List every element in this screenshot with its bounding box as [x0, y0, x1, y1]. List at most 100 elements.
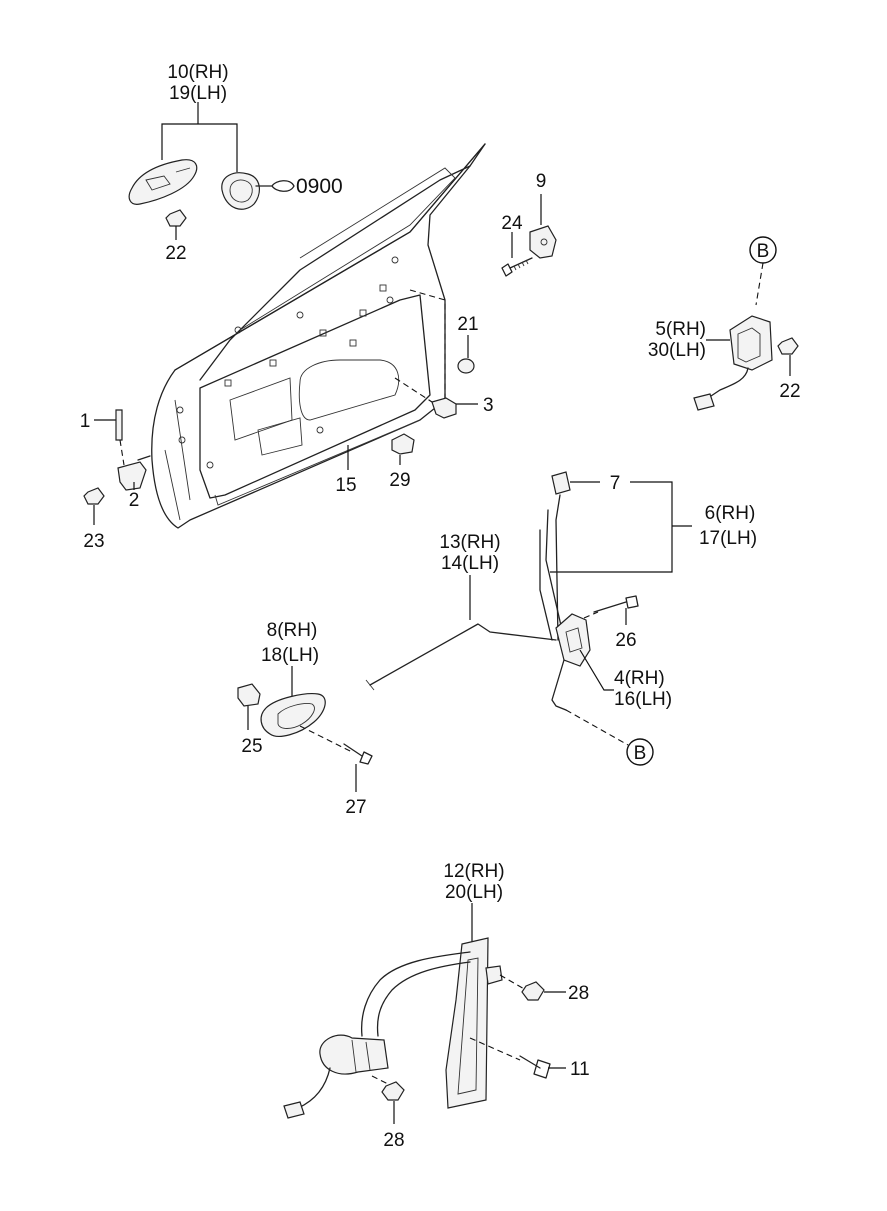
regulator-bracket [485, 965, 503, 985]
inner-panel-cutout [298, 359, 400, 421]
label-ref-b-2: B [634, 743, 647, 764]
handle-gasket [221, 172, 260, 210]
rod-1 [115, 409, 123, 441]
inner-panel [199, 294, 431, 499]
dash-27 [299, 725, 353, 753]
dash-26 [583, 611, 599, 619]
outside-handle-group [128, 102, 295, 240]
window-frame-inner [239, 167, 456, 331]
inside-handle-8 [260, 693, 326, 737]
rod-6b [545, 509, 563, 631]
regulator-rail-inner [457, 957, 479, 1095]
grommet-group [391, 433, 415, 465]
window-frame [174, 143, 486, 381]
label-23: 23 [83, 531, 104, 552]
label-12: 12(RH) [443, 861, 504, 882]
rod-6a [555, 494, 561, 641]
door-shell [151, 143, 486, 529]
nut-22b [777, 337, 799, 355]
regulator-connector [283, 1101, 305, 1119]
striker-group [501, 194, 557, 277]
label-20: 20(LH) [445, 882, 503, 903]
label-22a: 22 [165, 243, 186, 264]
dash-28b [371, 1075, 393, 1087]
label-16: 16(LH) [614, 689, 672, 710]
regulator-rail [445, 937, 489, 1109]
label-28a: 28 [568, 983, 589, 1004]
leader-4 [579, 649, 614, 691]
nut-28b [381, 1081, 405, 1101]
outside-handle-detail [145, 167, 191, 191]
ref-b-circle-2 [626, 738, 654, 766]
clip-25 [237, 683, 261, 707]
rod-13-end [365, 679, 375, 691]
label-9: 9 [536, 171, 547, 192]
label-19: 19(LH) [169, 83, 227, 104]
screw-27 [343, 743, 373, 765]
grommet-29 [391, 433, 415, 455]
dash-b1 [755, 262, 764, 306]
label-14: 14(LH) [441, 553, 499, 574]
striker-hole [540, 238, 548, 246]
screw-24 [501, 257, 533, 277]
door-outer-edge [151, 143, 486, 529]
dash-3 [394, 377, 433, 403]
striker-9 [529, 225, 557, 259]
label-29: 29 [389, 470, 410, 491]
dash-21 [409, 289, 446, 406]
label-28b: 28 [383, 1130, 404, 1151]
label-0900: 0900 [296, 175, 343, 198]
bracket-2-pin [137, 455, 151, 461]
actuator-5 [729, 315, 773, 371]
label-27: 27 [345, 797, 366, 818]
label-1: 1 [80, 411, 91, 432]
actuator-wire [707, 367, 749, 399]
label-13: 13(RH) [439, 532, 500, 553]
dash-28a [499, 974, 527, 991]
regulator-motor-detail [351, 1039, 371, 1073]
dash-1 [119, 439, 125, 466]
label-15: 15 [335, 475, 356, 496]
label-10: 10(RH) [167, 62, 228, 83]
regulator-group [283, 903, 566, 1124]
nut-28a [521, 981, 545, 1001]
latch-4-detail [565, 627, 583, 653]
latch-group [365, 575, 654, 766]
regulator-cable-2 [376, 961, 471, 1037]
rod-6c [539, 529, 553, 641]
leader-6 [550, 481, 673, 573]
bracket-2 [117, 461, 147, 491]
regulator-wire [297, 1067, 331, 1109]
screw-26 [593, 595, 639, 613]
plug-clip-group [394, 289, 478, 419]
label-17: 17(LH) [699, 528, 757, 549]
lock-rod-group [83, 409, 151, 525]
door-holes [176, 256, 399, 469]
dash-11 [469, 1037, 521, 1061]
door-hem [164, 399, 421, 521]
label-ref-b-1: B [757, 241, 770, 262]
label-22b: 22 [779, 381, 800, 402]
label-25: 25 [241, 736, 262, 757]
nut-22a [165, 209, 187, 227]
label-30: 30(LH) [648, 340, 706, 361]
label-24: 24 [501, 213, 523, 234]
ref-0900-arrow [255, 180, 295, 192]
label-7: 7 [610, 473, 621, 494]
bolt-11 [519, 1055, 551, 1079]
label-6: 6(RH) [705, 503, 756, 524]
actuator-group [693, 236, 799, 411]
actuator-5-detail [737, 327, 761, 363]
label-2: 2 [129, 490, 140, 511]
outside-handle [128, 159, 198, 205]
label-8: 8(RH) [267, 620, 318, 641]
leader-10 [161, 123, 238, 172]
inside-handle-group [237, 666, 373, 792]
regulator-cable [360, 951, 471, 1037]
actuator-connector [693, 393, 715, 411]
rod-13 [369, 623, 557, 686]
label-5: 5(RH) [655, 319, 706, 340]
clip-7 [551, 471, 571, 495]
label-3: 3 [483, 395, 494, 416]
